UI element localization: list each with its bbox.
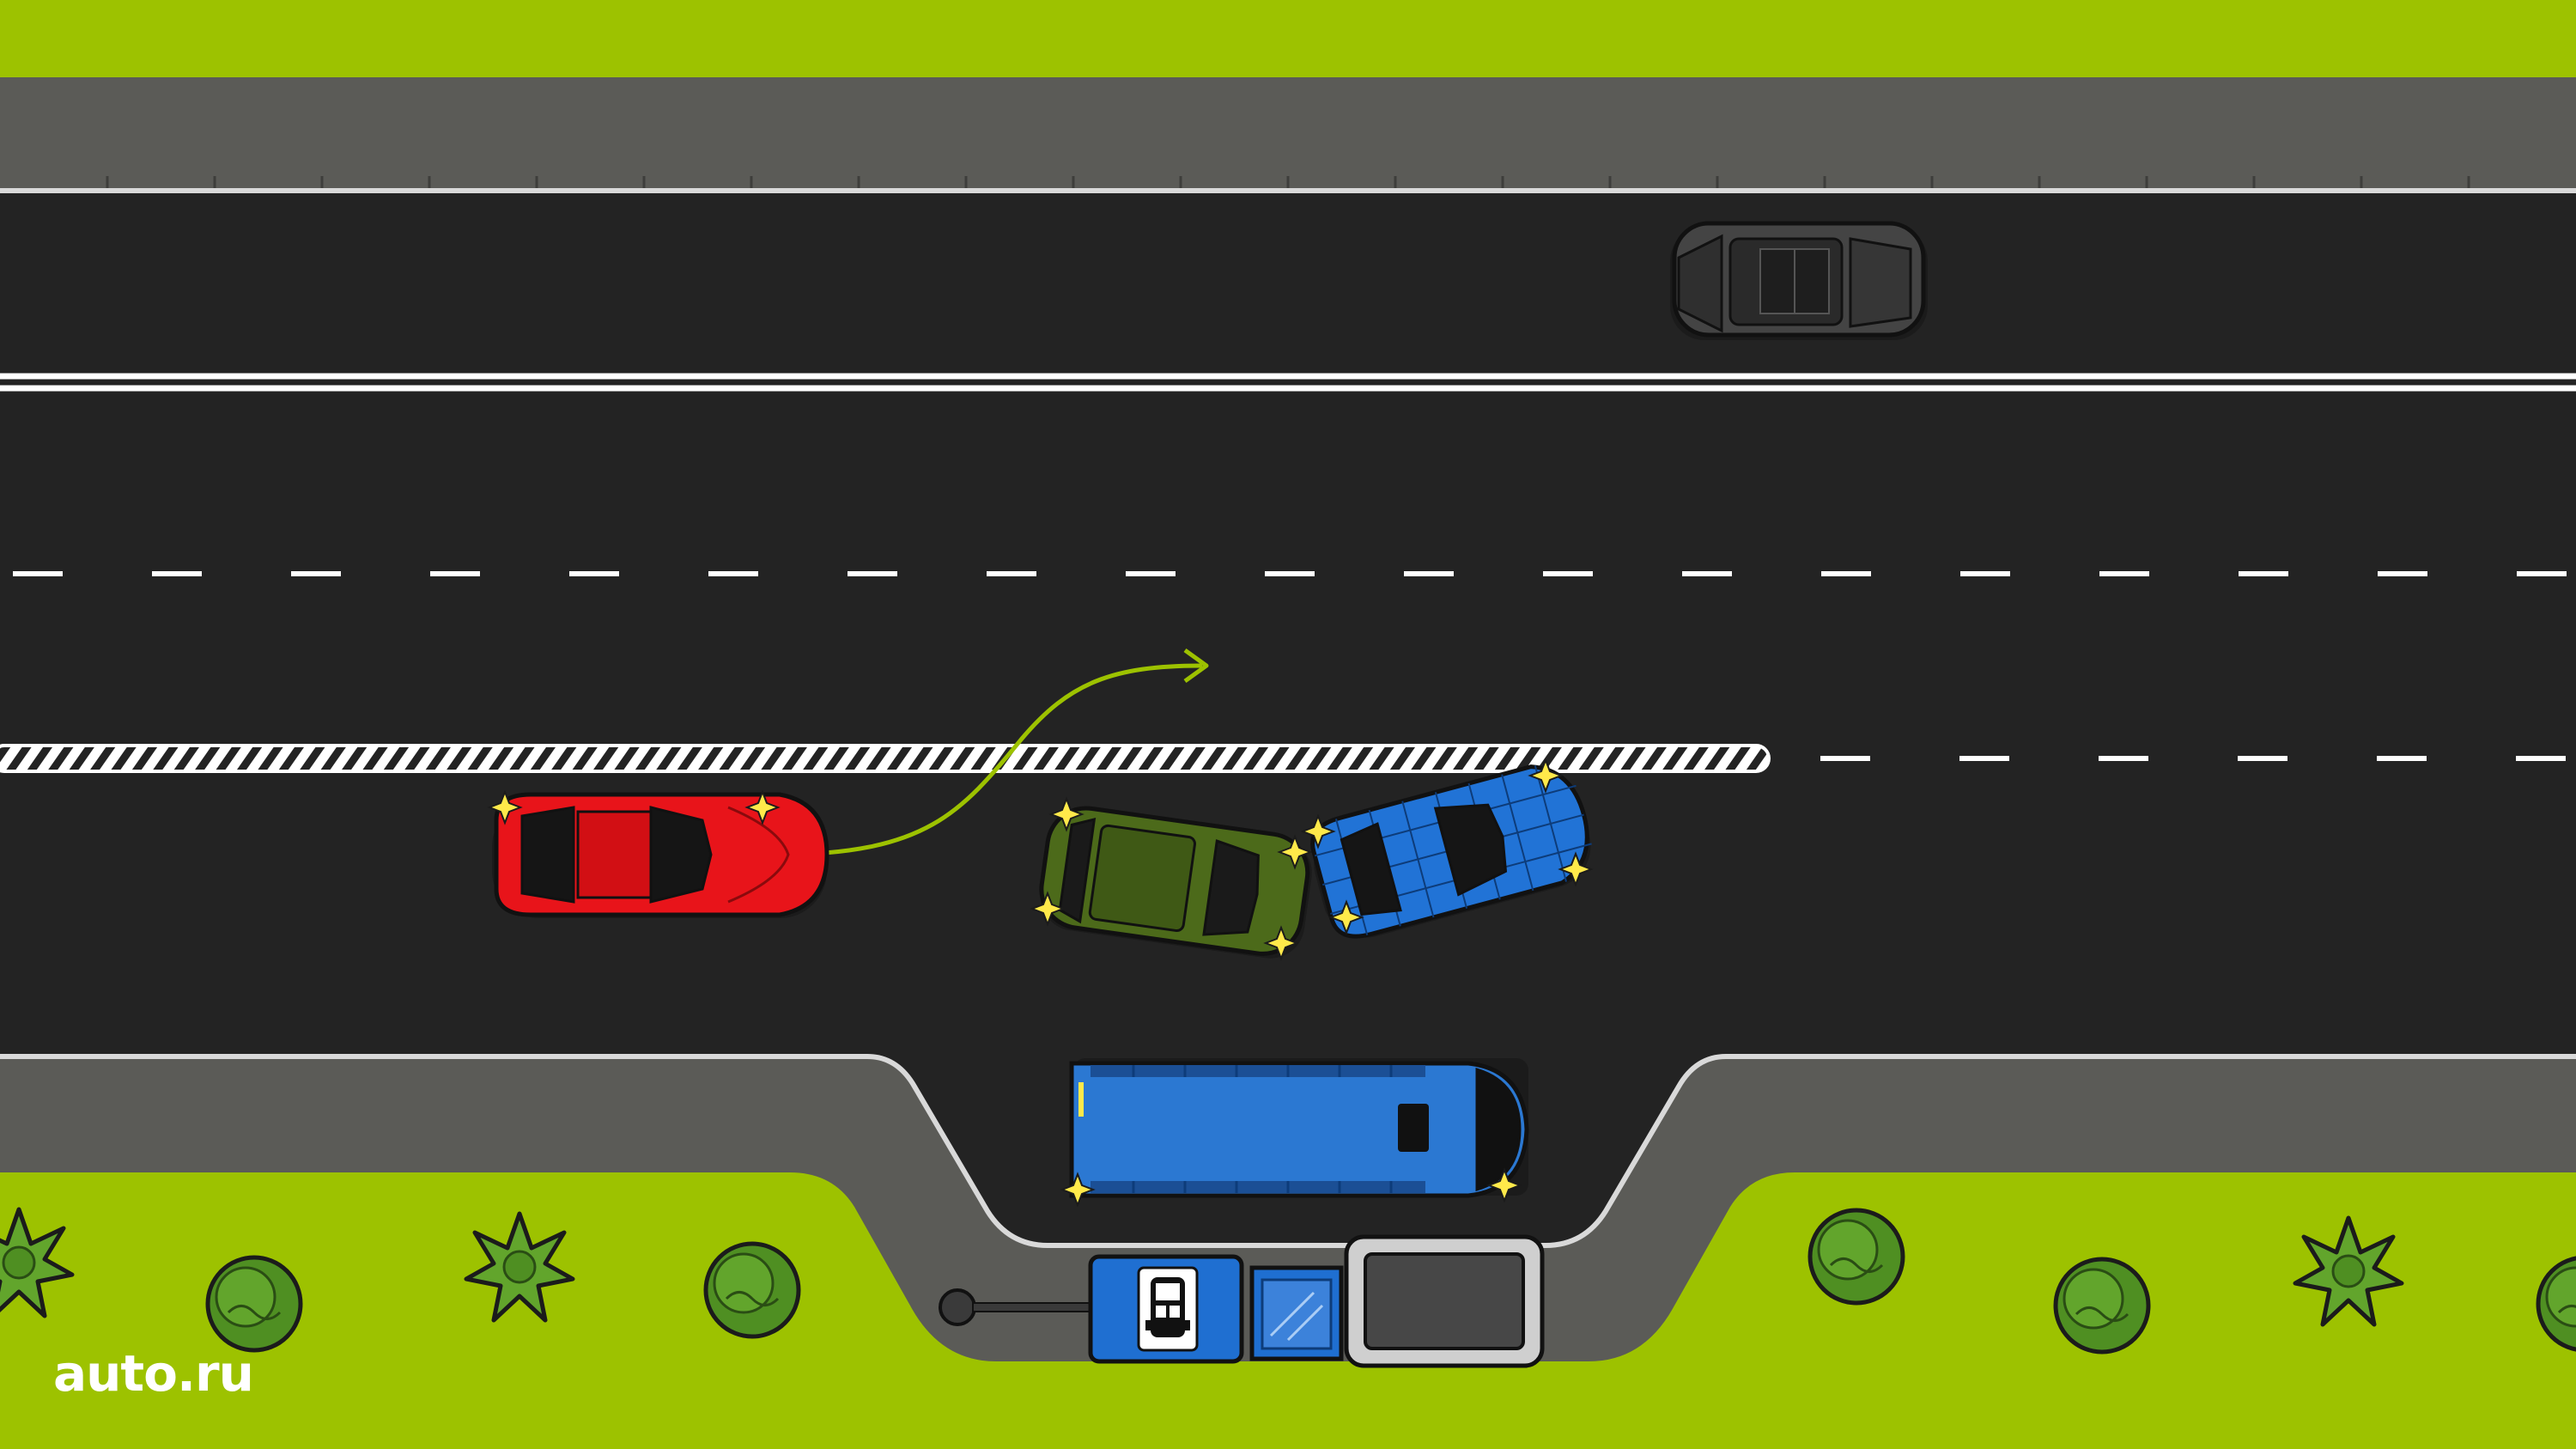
green-hatchback — [1039, 806, 1312, 959]
bus-shelter-bench — [1249, 1265, 1344, 1361]
bush-icon — [208, 1257, 301, 1350]
bush-icon — [1810, 1210, 1903, 1303]
sidewalk-bottom — [0, 1056, 2576, 1361]
bus-stop-sign-pole — [939, 1288, 1094, 1326]
bush-icon — [2056, 1259, 2148, 1352]
sidewalk-top — [0, 77, 2576, 189]
blue-sports-car — [1310, 764, 1592, 939]
grass-top — [0, 0, 2576, 77]
road-asphalt — [0, 189, 2576, 1245]
red-sports-car — [489, 791, 829, 918]
lane-change-arrow-head — [1183, 648, 1209, 684]
road-edge-bottom — [0, 1054, 2576, 1248]
bush-icon — [706, 1244, 799, 1336]
gray-suv — [1670, 221, 1928, 340]
bus-lane-hatched-line — [0, 744, 1771, 773]
lane-change-arrow — [776, 663, 1203, 857]
bus-shelter-roof — [1344, 1234, 1545, 1368]
blue-bus — [1069, 1058, 1529, 1198]
brand-logo: auto.ru — [53, 1344, 254, 1403]
bus-icon — [1145, 1277, 1190, 1337]
